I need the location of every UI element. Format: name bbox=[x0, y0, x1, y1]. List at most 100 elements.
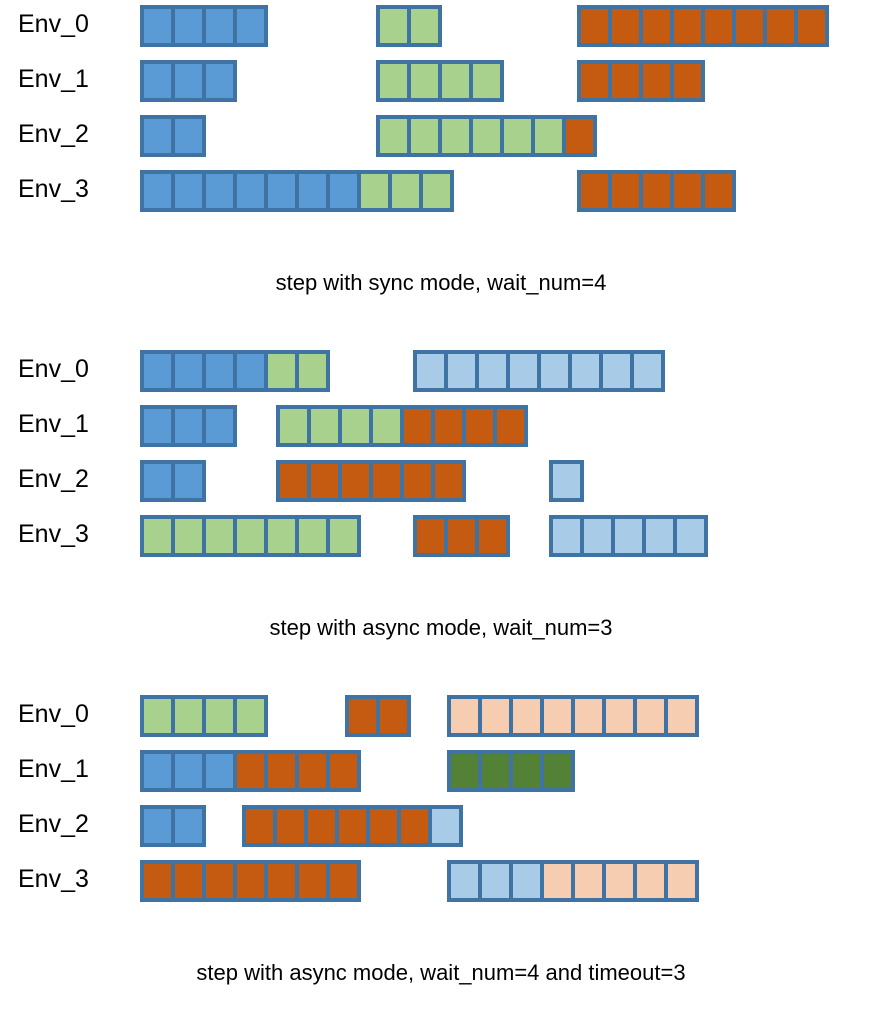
timeline-cell-blue bbox=[175, 174, 202, 208]
timeline-cell-blue bbox=[268, 174, 295, 208]
panel-caption: step with sync mode, wait_num=4 bbox=[275, 270, 607, 295]
row-label-env-0: Env_0 bbox=[18, 10, 89, 38]
timeline-cell-orange bbox=[565, 119, 593, 153]
timeline-cell-peach bbox=[667, 699, 695, 733]
timeline-cell-lightblue bbox=[615, 519, 643, 553]
timeline-cell-darkgreen bbox=[450, 754, 478, 788]
timeline-cell-orange bbox=[767, 9, 795, 43]
timeline-cell-lightblue bbox=[584, 519, 612, 553]
timeline-cell-peach bbox=[636, 699, 664, 733]
timeline-cell-green bbox=[379, 119, 407, 153]
timeline-block bbox=[577, 60, 706, 102]
timeline-cell-green bbox=[299, 354, 326, 388]
timeline-cell-darkgreen bbox=[481, 754, 509, 788]
timeline-cell-blue bbox=[144, 754, 171, 788]
timeline-block bbox=[242, 805, 464, 847]
row-label-env-0: Env_0 bbox=[18, 700, 89, 728]
timeline-cell-peach bbox=[450, 699, 478, 733]
timeline-cell-green bbox=[175, 519, 202, 553]
timeline-block bbox=[276, 405, 529, 447]
timeline-cell-orange bbox=[268, 754, 295, 788]
timeline-row: Env_3 bbox=[0, 165, 882, 220]
timeline-cell-blue bbox=[237, 354, 264, 388]
timeline-cell-green bbox=[175, 699, 202, 733]
timeline-cell-peach bbox=[574, 864, 602, 898]
timeline-cell-orange bbox=[268, 864, 295, 898]
timeline-cell-peach bbox=[574, 699, 602, 733]
timeline-cell-orange bbox=[308, 809, 336, 843]
timeline-cell-orange bbox=[339, 809, 367, 843]
timeline-cell-orange bbox=[311, 464, 339, 498]
timeline-cell-green bbox=[144, 699, 171, 733]
timeline-block bbox=[577, 170, 737, 212]
timeline-cell-orange bbox=[674, 64, 702, 98]
row-label-env-1: Env_1 bbox=[18, 755, 89, 783]
timeline-cell-orange bbox=[370, 809, 398, 843]
timeline-cell-blue bbox=[144, 809, 171, 843]
timeline-block bbox=[549, 515, 709, 557]
timeline-cell-green bbox=[534, 119, 562, 153]
timeline-cell-blue bbox=[299, 174, 326, 208]
panel-sync: Env_0 Env_1 Env_2 Env_3 step with sync m… bbox=[0, 0, 882, 310]
timeline-cell-lightblue bbox=[512, 864, 540, 898]
timeline-cell-green bbox=[206, 519, 233, 553]
timeline-block bbox=[412, 515, 510, 557]
timeline-cell-green bbox=[280, 409, 308, 443]
timeline-cell-orange bbox=[348, 699, 376, 733]
timeline-cell-peach bbox=[543, 864, 571, 898]
timeline-cell-orange bbox=[280, 464, 308, 498]
timeline-cell-orange bbox=[404, 464, 432, 498]
timeline-cell-orange bbox=[674, 9, 702, 43]
timeline-cell-peach bbox=[481, 699, 509, 733]
timeline-cell-orange bbox=[373, 464, 401, 498]
timeline-cell-green bbox=[410, 64, 438, 98]
timeline-cell-lightblue bbox=[478, 354, 506, 388]
timeline-block bbox=[140, 860, 361, 902]
timeline-cell-blue bbox=[206, 9, 233, 43]
timeline-row: Env_0 bbox=[0, 345, 882, 400]
timeline-cell-blue bbox=[175, 464, 202, 498]
timeline-cell-orange bbox=[581, 174, 609, 208]
panel-caption: step with async mode, wait_num=4 and tim… bbox=[196, 960, 686, 985]
timeline-cell-orange bbox=[643, 9, 671, 43]
timeline-cell-orange bbox=[435, 464, 463, 498]
timeline-cell-orange bbox=[581, 64, 609, 98]
timeline-block bbox=[140, 460, 206, 502]
timeline-cell-blue bbox=[206, 754, 233, 788]
timeline-cell-orange bbox=[416, 519, 444, 553]
timeline-cell-orange bbox=[466, 409, 494, 443]
panel-async-3: Env_0 Env_1 Env_2 Env_3 step with async … bbox=[0, 345, 882, 655]
timeline-cell-lightblue bbox=[677, 519, 705, 553]
timeline-cell-darkgreen bbox=[512, 754, 540, 788]
timeline-cell-blue bbox=[206, 409, 233, 443]
timeline-block bbox=[140, 695, 268, 737]
timeline-cell-peach bbox=[636, 864, 664, 898]
timeline-cell-lightblue bbox=[646, 519, 674, 553]
timeline-cell-lightblue bbox=[509, 354, 537, 388]
timeline-block bbox=[577, 5, 830, 47]
timeline-row: Env_2 bbox=[0, 110, 882, 165]
timeline-cell-orange bbox=[798, 9, 826, 43]
timeline-cell-blue bbox=[144, 464, 171, 498]
timeline-cell-lightblue bbox=[450, 864, 478, 898]
timeline-cell-lightblue bbox=[540, 354, 568, 388]
timeline-cell-lightblue bbox=[432, 809, 460, 843]
timeline-cell-blue bbox=[144, 64, 171, 98]
timeline-cell-orange bbox=[643, 64, 671, 98]
timeline-cell-orange bbox=[581, 9, 609, 43]
timeline-cell-lightblue bbox=[571, 354, 599, 388]
timeline-block bbox=[140, 115, 206, 157]
timeline-row: Env_3 bbox=[0, 510, 882, 565]
timeline-row: Env_1 bbox=[0, 55, 882, 110]
timeline-cell-lightblue bbox=[553, 519, 581, 553]
timeline-cell-orange bbox=[330, 754, 357, 788]
timeline-cell-orange bbox=[705, 174, 733, 208]
timeline-block bbox=[140, 405, 237, 447]
timeline-cell-lightblue bbox=[481, 864, 509, 898]
timeline-cell-orange bbox=[206, 864, 233, 898]
timeline-row: Env_2 bbox=[0, 800, 882, 855]
row-label-env-3: Env_3 bbox=[18, 865, 89, 893]
timeline-cell-orange bbox=[144, 864, 171, 898]
timeline-cell-lightblue bbox=[416, 354, 444, 388]
